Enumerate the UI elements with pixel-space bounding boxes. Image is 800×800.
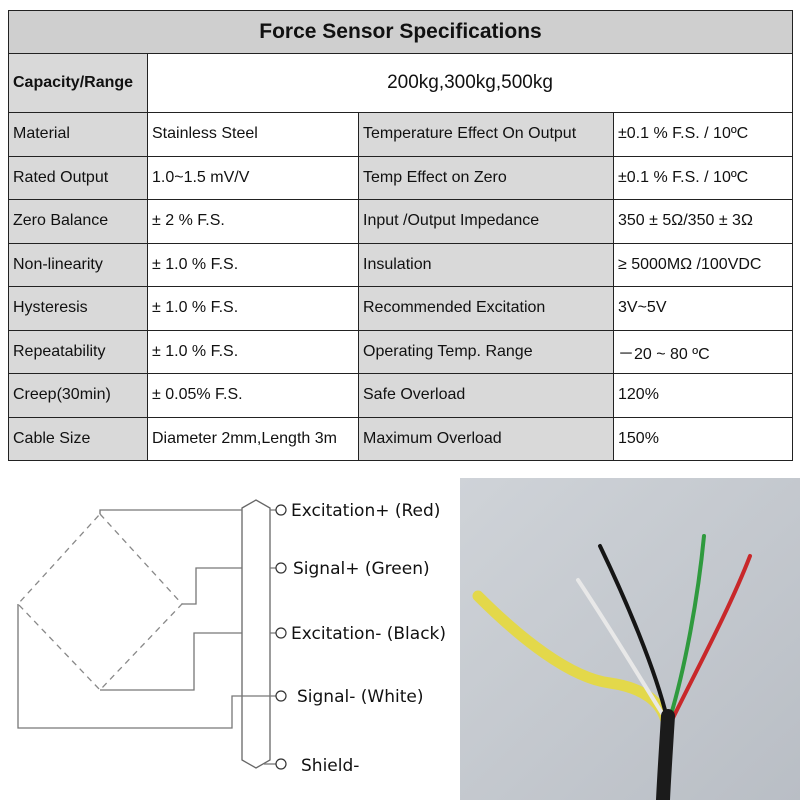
spec-value: 3V~5V (613, 286, 793, 331)
wire-excitation-plus (99, 509, 276, 514)
spec-label: Insulation (358, 242, 614, 287)
wire-white (576, 578, 667, 720)
spec-value: 150% (613, 416, 793, 461)
wire-signal-plus (182, 567, 276, 605)
spec-value: ±0.1 % F.S. / 10ºC (613, 155, 793, 200)
label-shield: Shield- (301, 756, 359, 776)
bridge-diamond (17, 513, 183, 691)
spec-row: Zero Balance± 2 % F.S.Input /Output Impe… (8, 199, 793, 244)
spec-value: ≥ 5000MΩ /100VDC (613, 242, 793, 287)
spec-table: Force Sensor Specifications Capacity/Ran… (8, 10, 793, 461)
capacity-label: Capacity/Range (8, 53, 148, 113)
terminal-signal-plus (275, 562, 287, 574)
terminal-excitation-minus (275, 627, 287, 639)
spec-value: Diameter 2mm,Length 3m (147, 416, 359, 461)
wire-shield (264, 763, 276, 765)
label-excitation-minus: Excitation- (Black) (291, 624, 446, 644)
spec-value: ± 1.0 % F.S. (147, 329, 359, 374)
spec-value: 350 ± 5Ω/350 ± 3Ω (613, 199, 793, 244)
label-signal-minus: Signal- (White) (297, 687, 423, 707)
spec-row: Non-linearity± 1.0 % F.S.Insulation≥ 500… (8, 242, 793, 287)
spec-label: Input /Output Impedance (358, 199, 614, 244)
spec-row: Repeatability± 1.0 % F.S.Operating Temp.… (8, 329, 793, 374)
spec-value: 1.0~1.5 mV/V (147, 155, 359, 200)
label-signal-plus: Signal+ (Green) (293, 559, 430, 579)
terminal-shield (275, 758, 287, 770)
spec-label: Cable Size (8, 416, 148, 461)
spec-label: Non-linearity (8, 242, 148, 287)
photo-background (460, 478, 800, 800)
spec-value: ± 0.05% F.S. (147, 373, 359, 418)
spec-label: Material (8, 112, 148, 157)
wire-excitation-minus (100, 632, 276, 691)
wiring-diagram: Excitation+ (Red) Signal+ (Green) Excita… (17, 499, 446, 776)
spec-label: Maximum Overload (358, 416, 614, 461)
spec-value: ± 1.0 % F.S. (147, 286, 359, 331)
spec-label: Creep(30min) (8, 373, 148, 418)
spec-value: －20 ~ 80 ºC (613, 329, 793, 374)
spec-value: ± 1.0 % F.S. (147, 242, 359, 287)
wire-bus (241, 499, 271, 769)
label-excitation-plus: Excitation+ (Red) (291, 501, 440, 521)
wire-black (598, 544, 669, 720)
table-title: Force Sensor Specifications (8, 10, 793, 54)
spec-label: Hysteresis (8, 286, 148, 331)
spec-label: Recommended Excitation (358, 286, 614, 331)
terminal-excitation-plus (275, 504, 287, 516)
spec-row: Hysteresis± 1.0 % F.S.Recommended Excita… (8, 286, 793, 331)
spec-value: ± 2 % F.S. (147, 199, 359, 244)
spec-value: Stainless Steel (147, 112, 359, 157)
spec-label: Operating Temp. Range (358, 329, 614, 374)
cable-photo (460, 478, 800, 800)
wire-signal-minus (17, 604, 276, 729)
spec-label: Temperature Effect On Output (358, 112, 614, 157)
spec-label: Rated Output (8, 155, 148, 200)
spec-label: Repeatability (8, 329, 148, 374)
wire-green (668, 534, 706, 720)
spec-label: Temp Effect on Zero (358, 155, 614, 200)
wire-red (671, 554, 752, 720)
spec-label: Safe Overload (358, 373, 614, 418)
terminal-signal-minus (275, 690, 287, 702)
spec-label: Zero Balance (8, 199, 148, 244)
capacity-value: 200kg,300kg,500kg (147, 53, 793, 113)
spec-value: ±0.1 % F.S. / 10ºC (613, 112, 793, 157)
spec-value: 120% (613, 373, 793, 418)
cable-jacket (656, 709, 675, 800)
